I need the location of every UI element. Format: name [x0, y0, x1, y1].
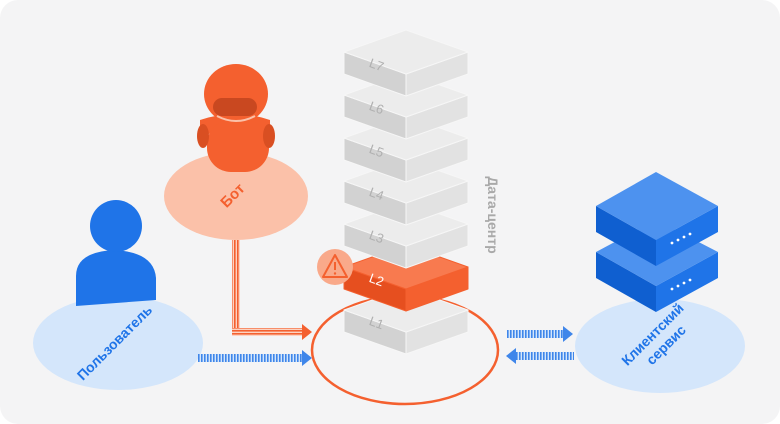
- layer-label: L6: [367, 98, 386, 117]
- layer-label: L1: [367, 313, 386, 332]
- layer-l7: L7: [343, 29, 469, 97]
- bot-to-datacenter-arrow: [232, 240, 312, 340]
- datacenter-stack: L1 L2 L3 L4 L5 L6 L7 Дата-центр: [310, 29, 501, 406]
- user-node: Пользователь: [33, 200, 203, 390]
- layer-label: L5: [367, 141, 386, 160]
- person-icon: [76, 200, 156, 306]
- user-to-datacenter-arrow: [198, 350, 312, 366]
- layer-label: L7: [367, 55, 386, 74]
- robot-icon: [197, 64, 275, 172]
- user-circle: [33, 296, 203, 390]
- layer-label: L4: [367, 184, 386, 203]
- server-icon: [596, 172, 718, 312]
- client-to-datacenter-arrow: [506, 348, 574, 364]
- warning-icon: [317, 249, 353, 285]
- client-service-node: Клиентский сервис: [575, 172, 745, 393]
- layer-label: L2: [367, 270, 386, 289]
- bot-circle: [164, 152, 308, 240]
- client-service-circle: [575, 299, 745, 393]
- layer-label: L3: [367, 227, 386, 246]
- bot-node: Бот: [164, 64, 308, 240]
- datacenter-label: Дата-центр: [485, 176, 501, 253]
- datacenter-to-client-arrow: [507, 326, 573, 342]
